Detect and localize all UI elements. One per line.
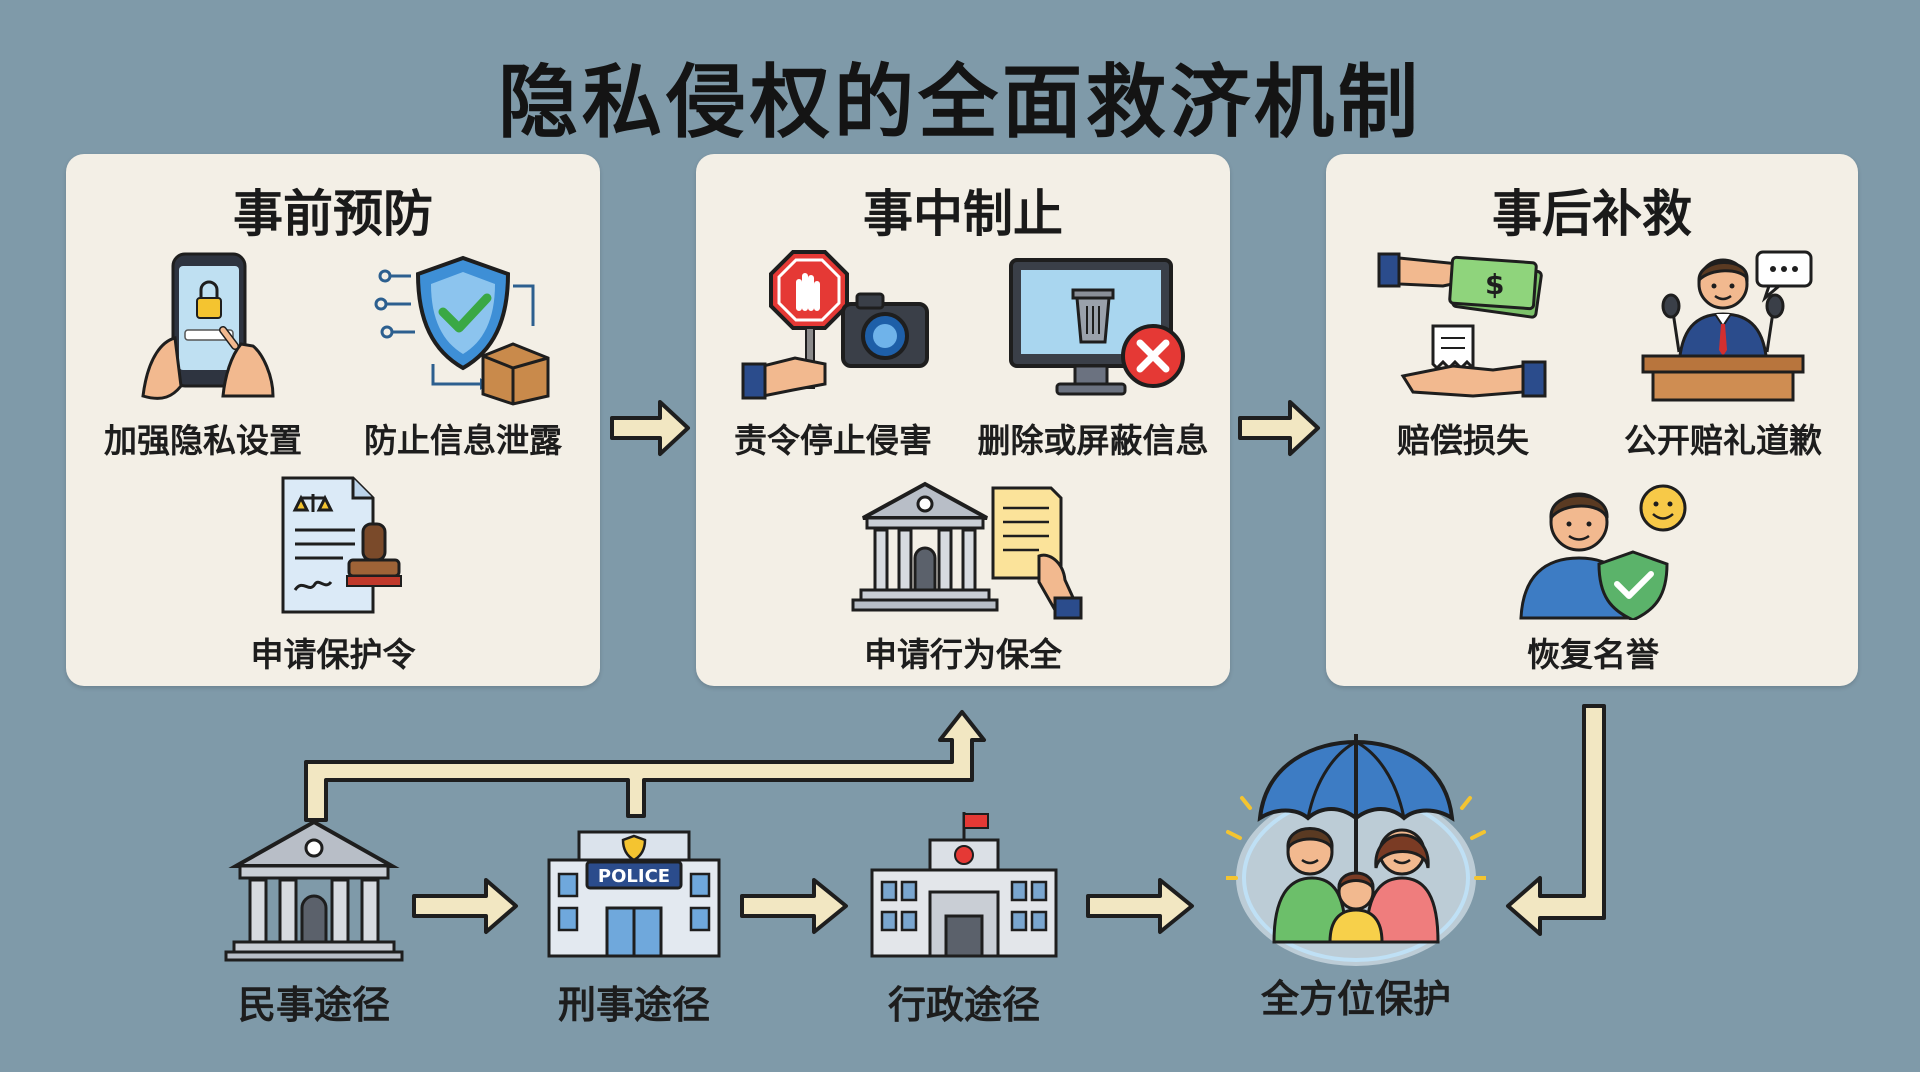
item-label: 赔偿损失 bbox=[1397, 421, 1529, 460]
money-handover-icon: $ bbox=[1377, 252, 1547, 398]
route-full-protection: 全方位保护 bbox=[1226, 728, 1486, 1023]
panel-stop: 事中制止 责令停止侵害 删除或屏蔽信息 bbox=[696, 154, 1230, 686]
route-label: 民事途径 bbox=[237, 983, 390, 1027]
panel-title: 事后补救 bbox=[1492, 185, 1692, 243]
monitor-delete-icon bbox=[1009, 258, 1185, 396]
court-building-icon bbox=[224, 819, 404, 962]
item-protection-order: 申请保护令 bbox=[208, 472, 458, 676]
government-building-icon bbox=[870, 812, 1058, 958]
protection-order-document-icon bbox=[281, 476, 402, 614]
item-label: 防止信息泄露 bbox=[364, 421, 562, 460]
svg-text:$: $ bbox=[1485, 268, 1504, 301]
item-compensation: $ 赔偿损失 bbox=[1338, 246, 1588, 462]
panel-title: 事前预防 bbox=[233, 185, 433, 243]
route-administrative: 行政途径 bbox=[834, 812, 1094, 1029]
panel-prevention: 事前预防 加强隐私设置 bbox=[66, 154, 600, 686]
route-label: 行政途径 bbox=[887, 983, 1040, 1027]
item-restore-reputation: 恢复名誉 bbox=[1468, 472, 1718, 676]
arrow-routes-to-stop bbox=[304, 710, 986, 822]
item-label: 责令停止侵害 bbox=[734, 421, 932, 460]
item-conduct-preservation: 申请行为保全 bbox=[838, 472, 1088, 676]
stop-hand-camera-icon bbox=[741, 250, 929, 400]
route-criminal: POLICE 刑事途径 bbox=[504, 812, 764, 1029]
apology-speaker-icon bbox=[1641, 250, 1813, 402]
arrow-stop-to-remedy bbox=[1238, 400, 1320, 456]
arrow-remedy-to-protection bbox=[1506, 704, 1606, 936]
panel-title: 事中制止 bbox=[863, 185, 1063, 243]
route-label: 全方位保护 bbox=[1260, 977, 1451, 1021]
item-delete-block-info: 删除或屏蔽信息 bbox=[968, 246, 1218, 462]
item-cease-infringement: 责令停止侵害 bbox=[708, 246, 958, 462]
family-umbrella-icon bbox=[1226, 734, 1486, 966]
item-label: 加强隐私设置 bbox=[104, 421, 302, 460]
item-label: 申请行为保全 bbox=[864, 635, 1062, 674]
page-title: 隐私侵权的全面救济机制 bbox=[498, 56, 1422, 149]
arrow-admin-to-protection bbox=[1086, 878, 1194, 934]
arrow-prevent-to-stop bbox=[610, 400, 690, 456]
item-label: 恢复名誉 bbox=[1527, 635, 1659, 674]
route-label: 刑事途径 bbox=[557, 983, 710, 1027]
item-label: 删除或屏蔽信息 bbox=[977, 421, 1209, 460]
item-prevent-leak: 防止信息泄露 bbox=[338, 246, 588, 462]
phone-lock-icon bbox=[141, 252, 275, 400]
item-label: 申请保护令 bbox=[250, 635, 416, 674]
court-document-icon bbox=[851, 481, 1083, 620]
shield-check-icon bbox=[374, 255, 550, 406]
item-label: 公开赔礼道歉 bbox=[1624, 421, 1822, 460]
restored-person-shield-icon bbox=[1519, 484, 1687, 620]
item-public-apology: 公开赔礼道歉 bbox=[1598, 246, 1848, 462]
police-station-icon: POLICE bbox=[547, 830, 721, 958]
panel-remedy: 事后补救 $ 赔偿损失 bbox=[1326, 154, 1858, 686]
police-sign-text: POLICE bbox=[598, 866, 670, 887]
arrow-civil-to-criminal bbox=[412, 878, 518, 934]
item-privacy-settings: 加强隐私设置 bbox=[78, 246, 328, 462]
arrow-criminal-to-admin bbox=[740, 878, 848, 934]
route-civil: 民事途径 bbox=[184, 812, 444, 1029]
